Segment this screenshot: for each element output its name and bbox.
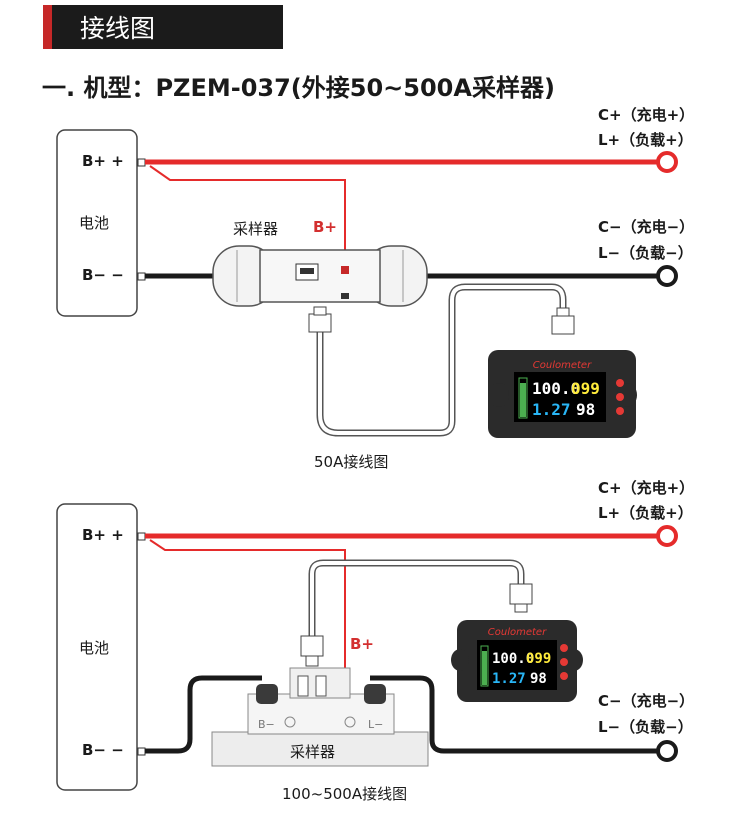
model-title: 一. 机型：PZEM-037(外接50~500A采样器) xyxy=(42,74,555,102)
sampler-1 xyxy=(212,245,428,307)
l-plus-label-1: L+（负载+） xyxy=(598,131,693,149)
c-plus-label-1: C+（充电+） xyxy=(598,106,695,124)
usb-plug-sampler-2 xyxy=(300,635,324,657)
c-plus-terminal-2 xyxy=(656,525,678,547)
meter-power-2: 98 xyxy=(530,671,547,687)
svg-text:L−: L− xyxy=(368,718,383,731)
b-minus-label-1: B− − xyxy=(82,266,124,284)
page-title: 接线图 xyxy=(80,14,156,43)
c-minus-terminal-2 xyxy=(656,740,678,762)
sampler-label-1: 采样器 xyxy=(233,220,279,238)
meter-capacity-2: 099 xyxy=(526,651,551,667)
usb-cable-inner-1 xyxy=(318,285,565,435)
meter-current-1: 1.27 xyxy=(532,400,571,419)
meter-voltage-2: 100.0 xyxy=(492,651,534,667)
b-plus-red-label-2: B+ xyxy=(350,635,375,653)
l-plus-label-2: L+（负载+） xyxy=(598,504,693,522)
b-plus-label-1: B+ + xyxy=(82,152,124,170)
b-plus-terminal-2 xyxy=(137,532,146,541)
meter-2: Coulometer 100.0 099 1.27 98 xyxy=(451,620,583,702)
battery-label-1: 电池 xyxy=(79,214,110,232)
c-minus-label-1: C−（充电−） xyxy=(598,218,695,236)
meter-brand-2: Coulometer xyxy=(488,627,547,638)
battery-label-2: 电池 xyxy=(79,639,110,657)
b-minus-terminal-2 xyxy=(137,747,146,756)
battery-box-1 xyxy=(56,129,138,317)
black-wire-right-2 xyxy=(370,675,660,754)
meter-voltage-1: 100.0 xyxy=(532,379,580,398)
header-bar xyxy=(43,5,283,49)
b-minus-label-2: B− − xyxy=(82,741,124,759)
c-minus-label-2: C−（充电−） xyxy=(598,692,695,710)
header-accent xyxy=(43,5,52,49)
usb-cable-inner-2 xyxy=(310,561,523,650)
meter-capacity-1: 099 xyxy=(571,379,600,398)
c-plus-label-2: C+（充电+） xyxy=(598,479,695,497)
black-wire-left-2 xyxy=(145,675,262,754)
sampler-label-2: 采样器 xyxy=(290,743,336,761)
battery-box-2 xyxy=(56,503,138,791)
meter-current-2: 1.27 xyxy=(492,671,526,687)
b-plus-red-label-1: B+ xyxy=(313,218,338,236)
usb-plug-sampler-1 xyxy=(308,313,332,333)
b-minus-terminal-1 xyxy=(137,272,146,281)
usb-plug-meter-1 xyxy=(551,315,575,335)
b-plus-terminal-1 xyxy=(137,158,146,167)
usb-plug-meter-2 xyxy=(509,583,533,605)
meter-brand-1: Coulometer xyxy=(533,360,592,371)
c-minus-terminal-1 xyxy=(656,265,678,287)
meter-power-1: 98 xyxy=(576,400,595,419)
red-sense-wire-1 xyxy=(149,165,346,267)
l-minus-label-1: L−（负载−） xyxy=(598,244,693,262)
red-sense-wire-2 xyxy=(149,539,346,680)
svg-text:B−: B− xyxy=(258,718,275,731)
c-plus-terminal-1 xyxy=(656,151,678,173)
meter-1: Coulometer 100.0 099 1.27 98 xyxy=(488,350,637,438)
sampler-2: B− L− xyxy=(211,667,429,767)
l-minus-label-2: L−（负载−） xyxy=(598,718,693,736)
b-plus-label-2: B+ + xyxy=(82,526,124,544)
caption-2: 100~500A接线图 xyxy=(282,785,408,803)
caption-1: 50A接线图 xyxy=(314,453,389,471)
